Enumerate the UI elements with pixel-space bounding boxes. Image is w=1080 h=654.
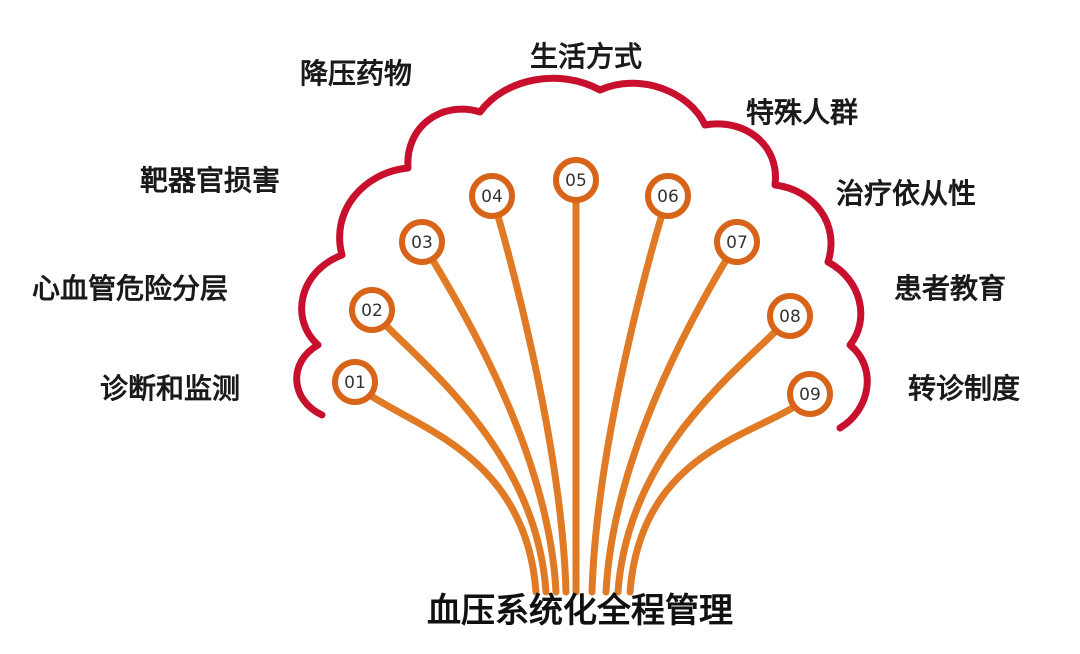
branch-02 <box>368 306 550 596</box>
label-03: 靶器官损害 <box>140 164 280 197</box>
diagram-title: 血压系统化全程管理 <box>427 591 733 631</box>
branch-group <box>351 176 814 596</box>
branch-06 <box>588 192 672 596</box>
label-05: 生活方式 <box>530 40 642 73</box>
node-circle-05 <box>553 157 599 203</box>
label-02: 心血管危险分层 <box>32 272 228 305</box>
node-number-04: 04 <box>481 187 503 207</box>
node-number-07: 07 <box>726 233 748 253</box>
node-circle-02 <box>349 287 395 333</box>
branch-03 <box>418 238 560 596</box>
node-circle-03 <box>399 219 445 265</box>
node-number-01: 01 <box>344 373 366 393</box>
node-circle-04 <box>469 173 515 219</box>
label-group: 诊断和监测 心血管危险分层 靶器官损害 降压药物 生活方式 特殊人群 治疗依从性… <box>32 40 1020 405</box>
node-number-08: 08 <box>779 307 801 327</box>
node-circle-07 <box>714 219 760 265</box>
node-number-05: 05 <box>565 171 587 191</box>
branch-04 <box>488 192 570 596</box>
label-09: 转诊制度 <box>908 372 1020 405</box>
node-group: 01 02 03 04 05 06 07 08 09 <box>332 157 833 417</box>
node-circle-08 <box>767 293 813 339</box>
label-07: 治疗依从性 <box>836 177 976 210</box>
node-number-06: 06 <box>657 187 679 207</box>
node-number-09: 09 <box>799 385 821 405</box>
node-circle-01 <box>332 359 378 405</box>
label-06: 特殊人群 <box>746 96 858 129</box>
label-04: 降压药物 <box>300 57 412 90</box>
branch-08 <box>614 312 794 596</box>
branch-09 <box>626 390 814 596</box>
branch-01 <box>351 378 540 596</box>
label-08: 患者教育 <box>894 272 1006 305</box>
tree-crown-outline <box>293 74 871 432</box>
node-circle-06 <box>645 173 691 219</box>
node-number-03: 03 <box>411 233 433 253</box>
label-01: 诊断和监测 <box>100 372 240 405</box>
node-circle-09 <box>787 371 833 417</box>
branch-07 <box>602 238 741 596</box>
node-number-02: 02 <box>361 301 383 321</box>
